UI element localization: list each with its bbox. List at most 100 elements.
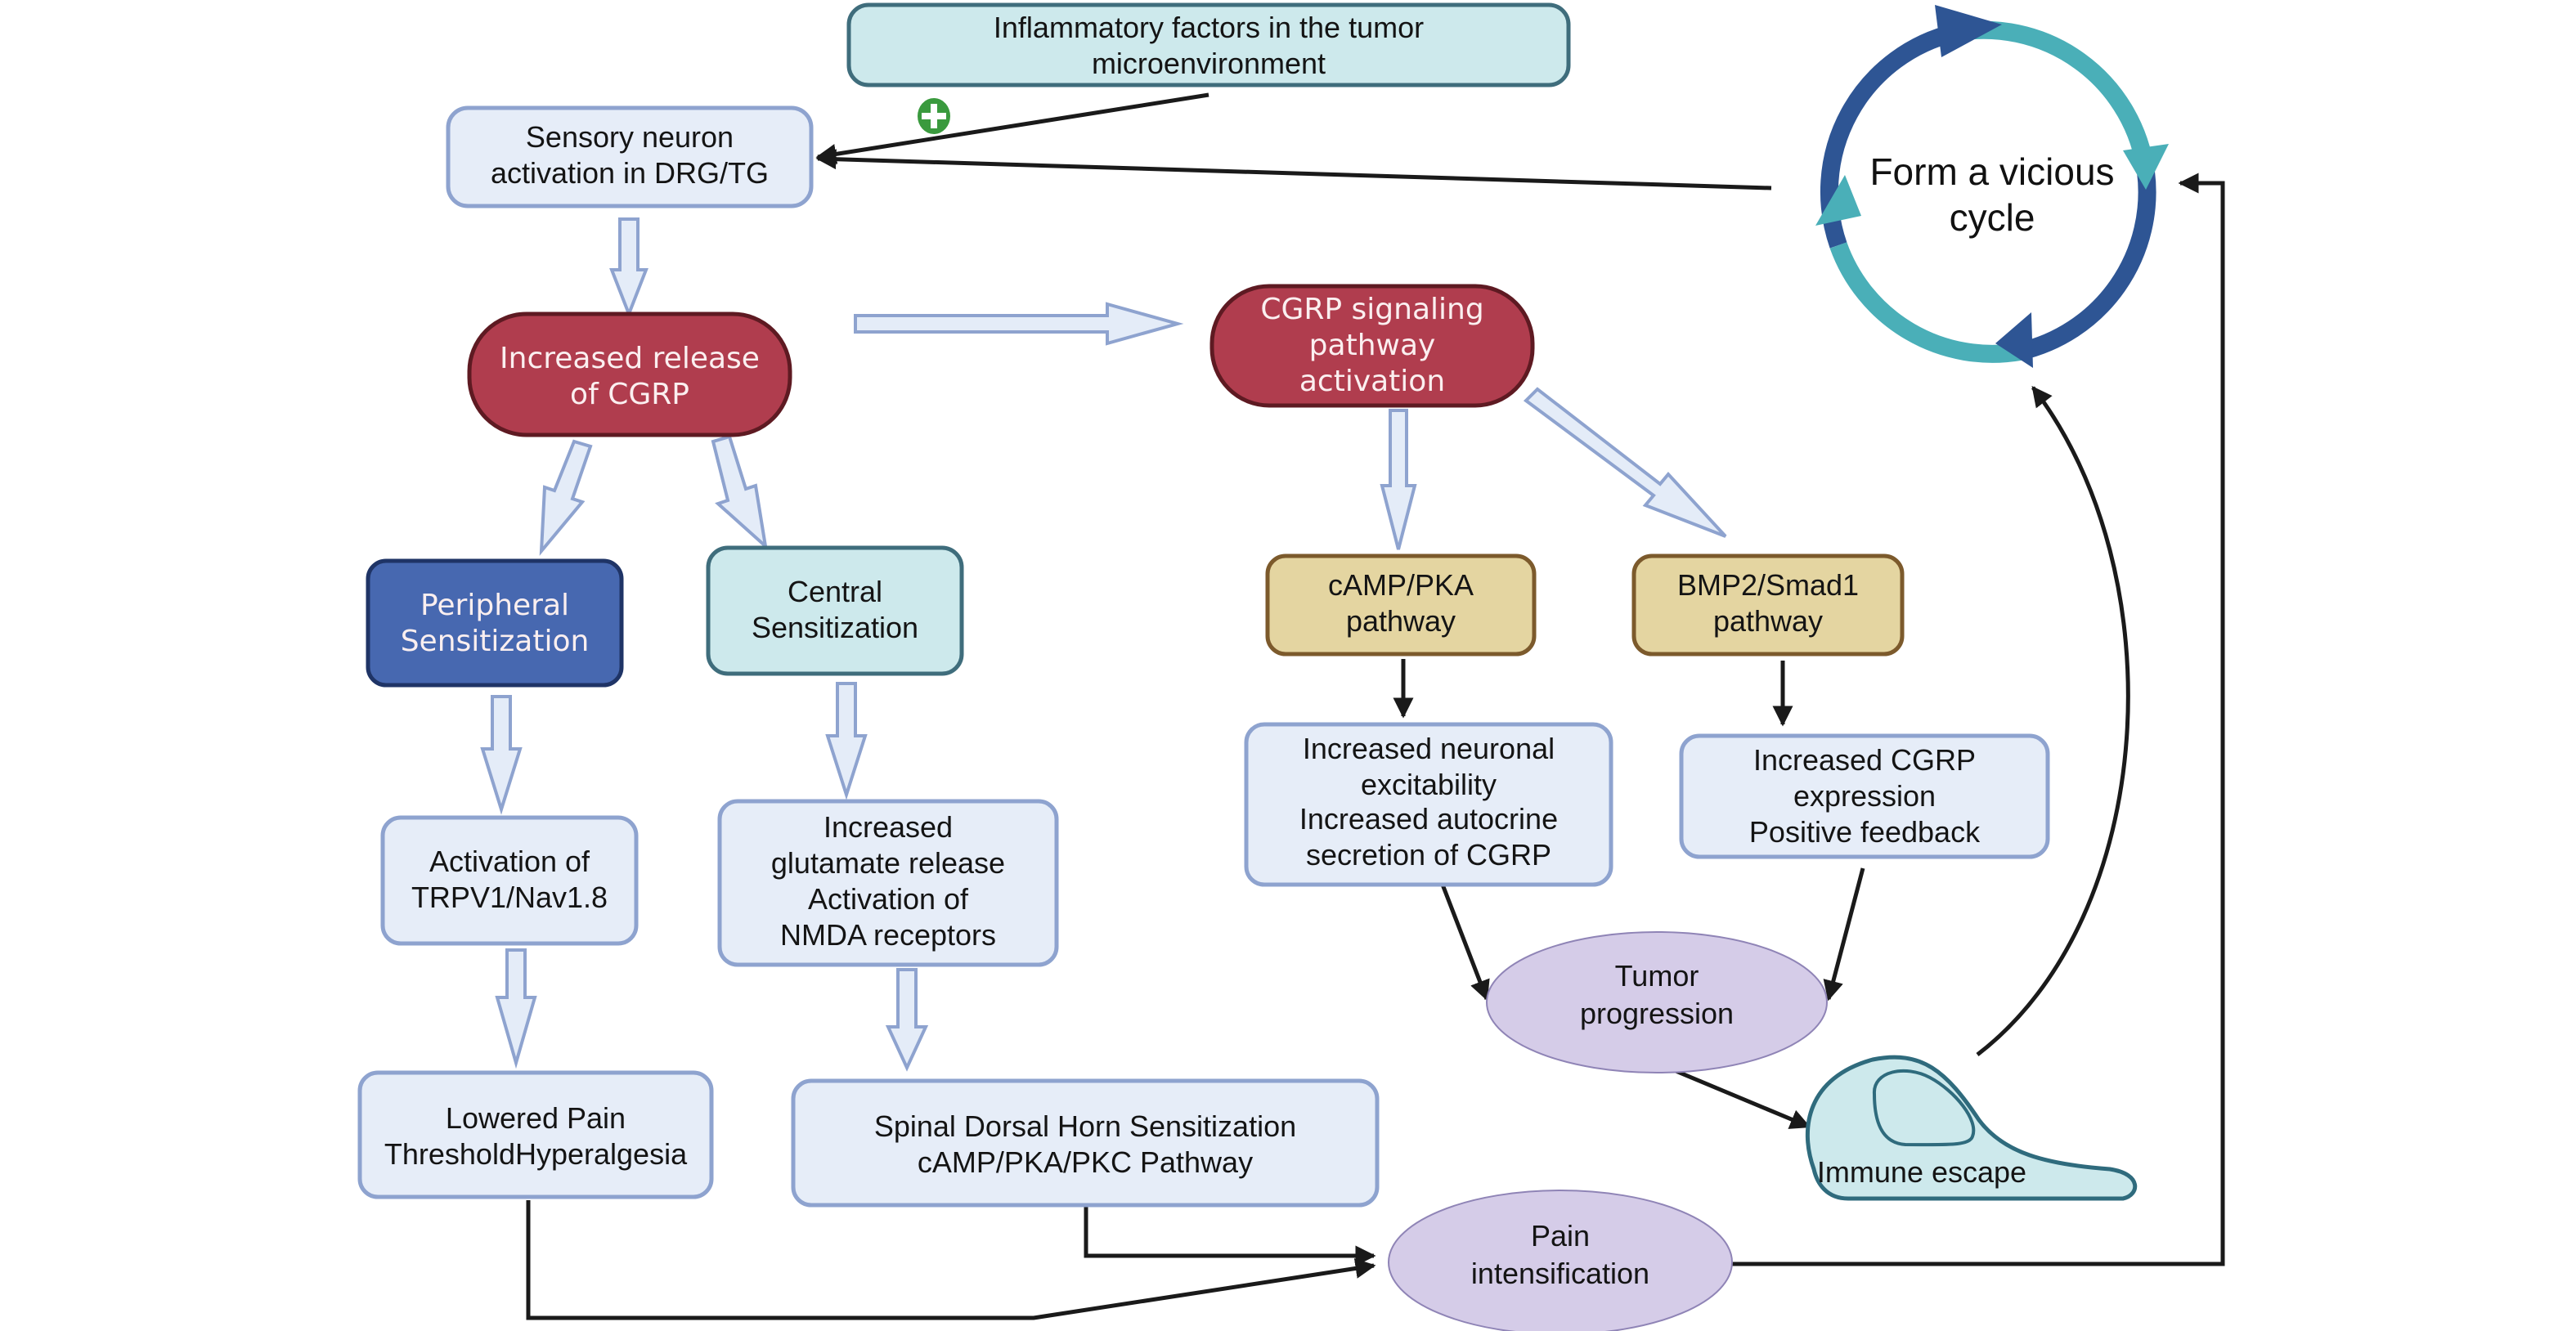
svg-text:TRPV1/Nav1.8: TRPV1/Nav1.8 [411, 881, 608, 914]
edge-tumor-to-immune [1659, 1062, 1811, 1129]
node-glutamate-line-4: NMDA receptors [780, 918, 996, 952]
node-immune-line-1: Immune escape [1817, 1155, 2026, 1189]
plus-sign-icon [918, 98, 950, 134]
node-tumor-line-2: progression [1580, 997, 1734, 1030]
node-neuronal-line-1: Increased neuronal [1303, 732, 1555, 765]
svg-text:NMDA receptors: NMDA receptors [780, 918, 996, 952]
svg-text:pathway: pathway [1713, 604, 1823, 638]
node-lowered-pain-line-1: Lowered Pain [446, 1101, 626, 1135]
node-inflammatory-line-1: Inflammatory factors in the tumor [994, 11, 1424, 44]
edge-immune-to-cycle [1976, 386, 2130, 1056]
block-arrow-signaling-to-bmp2 [1523, 387, 1727, 538]
node-cgrp-release-line-2: of CGRP [570, 378, 689, 411]
svg-text:Central: Central [788, 575, 882, 608]
svg-text:CGRP signaling: CGRP signaling [1260, 293, 1483, 326]
block-arrow-glutamate-to-spinal [885, 968, 929, 1072]
block-arrow-release-to-central [711, 434, 768, 551]
svg-text:cAMP/PKA: cAMP/PKA [1328, 568, 1474, 602]
cycle-arrowhead-top [1935, 5, 2002, 57]
node-cgrp-signaling-line-2: pathway [1309, 329, 1436, 362]
node-bmp2-line-2: pathway [1713, 604, 1823, 638]
node-tumor-progression: Tumor progression [1486, 931, 1828, 1073]
edge-neuronal-to-tumor [1440, 884, 1490, 1002]
cycle-arrowhead-left [1815, 175, 1861, 226]
block-arrow-trpv1-to-lowered [495, 948, 537, 1069]
block-arrow-release-to-signaling [854, 302, 1184, 346]
svg-text:secretion of CGRP: secretion of CGRP [1306, 838, 1551, 872]
svg-text:pathway: pathway [1346, 604, 1456, 638]
svg-text:BMP2/Smad1: BMP2/Smad1 [1677, 568, 1859, 602]
svg-text:Increased: Increased [824, 810, 953, 844]
node-trpv1-line-1: Activation of [429, 845, 590, 878]
svg-text:microenvironment: microenvironment [1092, 47, 1326, 80]
cycle-arrowhead-bottom [1995, 312, 2033, 368]
node-pain-line-2: intensification [1471, 1257, 1649, 1290]
node-trpv1: Activation of TRPV1/Nav1.8 [380, 815, 639, 946]
edge-cgrp-expr-to-tumor [1823, 867, 1865, 1002]
svg-text:Tumor: Tumor [1615, 959, 1699, 993]
node-central-line-2: Sensitization [752, 611, 918, 644]
node-inflammatory-line-2: microenvironment [1092, 47, 1326, 80]
node-neuronal-line-3: Increased autocrine [1299, 802, 1558, 836]
svg-text:ThresholdHyperalgesia: ThresholdHyperalgesia [384, 1137, 688, 1171]
svg-text:excitability: excitability [1361, 768, 1497, 801]
svg-text:Activation of: Activation of [429, 845, 590, 878]
block-arrow-peripheral-to-trpv1 [480, 695, 523, 815]
block-arrow-sensory-to-release [609, 217, 648, 319]
node-cycle-line-1: Form a vicious [1869, 150, 2114, 193]
node-glutamate-line-2: glutamate release [771, 846, 1005, 880]
node-cgrp-release-line-1: Increased release [500, 342, 760, 375]
edge-spinal-to-pain [1084, 1207, 1376, 1266]
svg-text:glutamate release: glutamate release [771, 846, 1005, 880]
svg-text:of CGRP: of CGRP [570, 378, 689, 411]
node-neuronal-line-2: excitability [1361, 768, 1497, 801]
svg-text:Peripheral: Peripheral [420, 589, 569, 622]
cycle-arrowhead-right [2123, 144, 2169, 190]
svg-text:pathway: pathway [1309, 329, 1436, 362]
block-arrow-central-to-glutamate [825, 682, 868, 800]
node-central-sensitization: Central Sensitization [706, 545, 964, 676]
svg-text:activation in DRG/TG: activation in DRG/TG [491, 156, 769, 190]
node-cgrp-signaling: CGRP signaling pathway activation [1209, 284, 1535, 408]
node-trpv1-line-2: TRPV1/Nav1.8 [411, 881, 608, 914]
edge-inflammatory-to-sensory [815, 92, 1209, 164]
svg-text:Increased release: Increased release [500, 342, 760, 375]
node-sensory-line-1: Sensory neuron [526, 120, 734, 154]
node-central-line-1: Central [788, 575, 882, 608]
node-camp-pka: cAMP/PKA pathway [1265, 553, 1537, 657]
svg-text:expression: expression [1793, 779, 1936, 813]
svg-text:cycle: cycle [1950, 196, 2035, 239]
node-camp-pka-line-1: cAMP/PKA [1328, 568, 1474, 602]
node-pain-intensification: Pain intensification [1388, 1190, 1733, 1331]
svg-text:Increased CGRP: Increased CGRP [1753, 743, 1976, 777]
svg-text:cAMP/PKA/PKC Pathway: cAMP/PKA/PKC Pathway [918, 1145, 1253, 1179]
node-bmp2-line-1: BMP2/Smad1 [1677, 568, 1859, 602]
svg-text:Spinal Dorsal Horn Sensitizati: Spinal Dorsal Horn Sensitization [874, 1109, 1296, 1143]
node-tumor-line-1: Tumor [1615, 959, 1699, 993]
node-peripheral-sensitization: Peripheral Sensitization [366, 558, 624, 688]
node-cycle-line-2: cycle [1950, 196, 2035, 239]
connector-lines [526, 92, 2225, 1320]
node-sensory-line-2: activation in DRG/TG [491, 156, 769, 190]
node-bmp2-smad1: BMP2/Smad1 pathway [1631, 553, 1905, 657]
node-cgrp-expr-line-3: Positive feedback [1749, 815, 1981, 849]
immune-cell-nucleus [1872, 1069, 1976, 1147]
svg-text:activation: activation [1299, 365, 1445, 398]
node-immune-escape: Immune escape [1805, 1055, 2138, 1201]
svg-text:intensification: intensification [1471, 1257, 1649, 1290]
svg-text:Positive feedback: Positive feedback [1749, 815, 1981, 849]
node-peripheral-line-1: Peripheral [420, 589, 569, 622]
node-glutamate-line-1: Increased [824, 810, 953, 844]
node-lowered-pain: Lowered Pain ThresholdHyperalgesia [357, 1070, 714, 1199]
node-spinal-line-1: Spinal Dorsal Horn Sensitization [874, 1109, 1296, 1143]
block-arrow-release-to-peripheral [539, 439, 593, 556]
block-arrows [480, 217, 1727, 1072]
node-peripheral-line-2: Sensitization [401, 625, 590, 658]
node-vicious-cycle: Form a vicious cycle [1815, 5, 2169, 368]
node-spinal-dorsal-horn: Spinal Dorsal Horn Sensitization cAMP/PK… [791, 1078, 1380, 1208]
node-neuronal-excitability: Increased neuronal excitability Increase… [1244, 722, 1613, 887]
node-pain-line-1: Pain [1531, 1219, 1590, 1253]
node-cgrp-signaling-line-3: activation [1299, 365, 1445, 398]
svg-text:Sensory neuron: Sensory neuron [526, 120, 734, 154]
svg-text:Increased autocrine: Increased autocrine [1299, 802, 1558, 836]
